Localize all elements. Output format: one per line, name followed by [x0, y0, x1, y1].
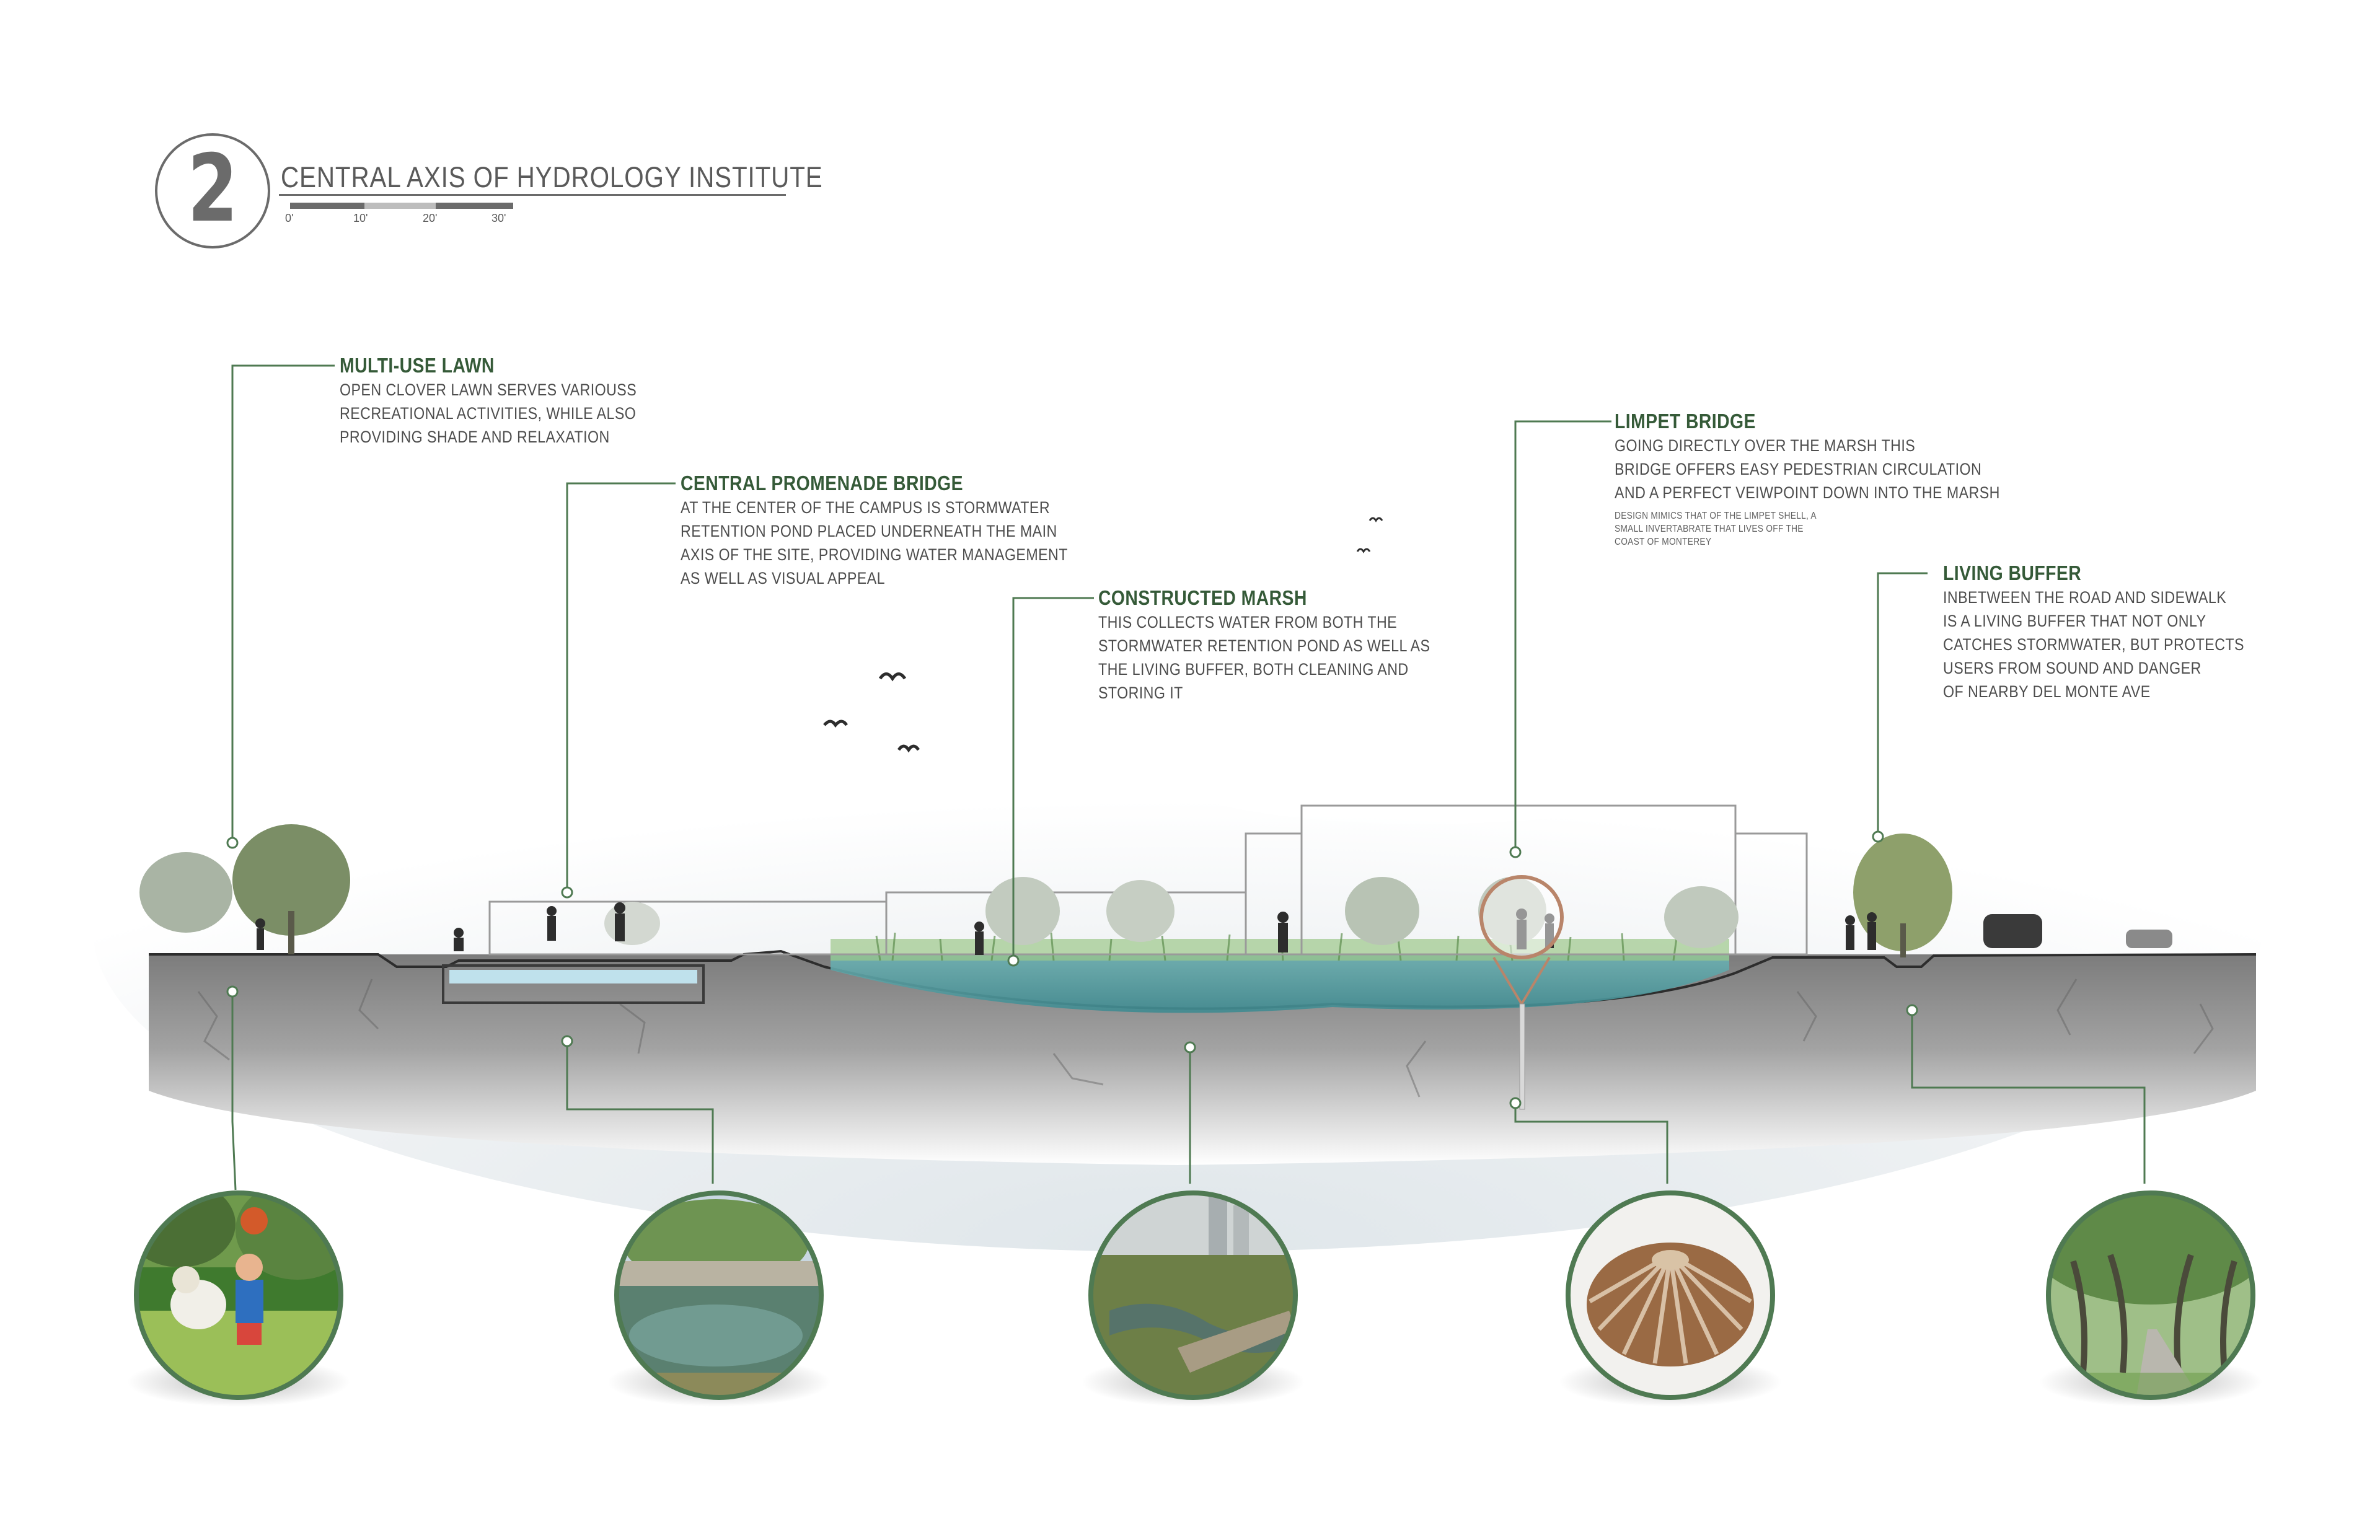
callout-limpet-bridge: LIMPET BRIDGE GOING DIRECTLY OVER THE MA… — [1615, 409, 2063, 548]
scale-segment — [436, 203, 513, 209]
callout-line: AS WELL AS VISUAL APPEAL — [681, 569, 885, 587]
building-outlines — [488, 804, 1808, 956]
callout-title: LIMPET BRIDGE — [1615, 410, 1756, 433]
callout-title: CENTRAL PROMENADE BRIDGE — [681, 472, 964, 495]
birds — [823, 517, 1383, 753]
retention-pond-basin — [442, 964, 705, 1004]
callout-note: DESIGN MIMICS THAT OF THE LIMPET SHELL, … — [1615, 509, 2000, 548]
callout-body: AT THE CENTER OF THE CAMPUS IS STORMWATE… — [681, 496, 1068, 590]
callout-line: GOING DIRECTLY OVER THE MARSH THIS — [1615, 436, 1916, 455]
callout-line: INBETWEEN THE ROAD AND SIDEWALK — [1943, 588, 2227, 607]
section-number: 2 — [187, 135, 238, 243]
callout-note-line: DESIGN MIMICS THAT OF THE LIMPET SHELL, … — [1615, 511, 1817, 521]
limpet-bridge-structure — [1479, 875, 1564, 1110]
retention-pond-water — [449, 970, 697, 983]
scale-label-10: 10' — [353, 212, 368, 224]
callout-living-buffer: LIVING BUFFER INBETWEEN THE ROAD AND SID… — [1943, 561, 2293, 703]
photo-constructed-marsh — [1088, 1190, 1298, 1400]
scale-label-20: 20' — [423, 212, 438, 224]
photo-limpet-shell — [1566, 1190, 1775, 1400]
callout-line: STORING IT — [1098, 684, 1183, 702]
callout-body: INBETWEEN THE ROAD AND SIDEWALK IS A LIV… — [1943, 586, 2244, 703]
callout-central-promenade-bridge: CENTRAL PROMENADE BRIDGE AT THE CENTER O… — [681, 471, 1131, 590]
callout-body: GOING DIRECTLY OVER THE MARSH THIS BRIDG… — [1615, 434, 2000, 504]
callout-line: THIS COLLECTS WATER FROM BOTH THE — [1098, 613, 1398, 631]
callout-line: AND A PERFECT VEIWPOINT DOWN INTO THE MA… — [1615, 483, 2000, 502]
callout-title: CONSTRUCTED MARSH — [1098, 586, 1307, 609]
leader-endpoints — [226, 830, 1918, 1109]
scale-bar — [290, 203, 513, 209]
photo-lawn-child-dog — [134, 1190, 343, 1400]
callout-title: LIVING BUFFER — [1943, 561, 2082, 584]
trees — [139, 824, 1952, 957]
callout-line: THE LIVING BUFFER, BOTH CLEANING AND — [1098, 660, 1409, 679]
callout-constructed-marsh: CONSTRUCTED MARSH THIS COLLECTS WATER FR… — [1098, 586, 1484, 705]
callout-line: RETENTION POND PLACED UNDERNEATH THE MAI… — [681, 522, 1057, 540]
page-title: CENTRAL AXIS OF HYDROLOGY INSTITUTE — [281, 161, 823, 193]
callout-line: BRIDGE OFFERS EASY PEDESTRIAN CIRCULATIO… — [1615, 460, 1982, 478]
callout-body: OPEN CLOVER LAWN SERVES VARIOUSS RECREAT… — [340, 378, 637, 449]
marsh-water — [831, 954, 1729, 1013]
callout-note-line: SMALL INVERTABRATE THAT LIVES OFF THE — [1615, 524, 1804, 534]
title-block: 2 CENTRAL AXIS OF HYDROLOGY INSTITUTE 0'… — [155, 130, 822, 260]
callout-body: THIS COLLECTS WATER FROM BOTH THE STORMW… — [1098, 610, 1430, 705]
callout-title: MULTI-USE LAWN — [340, 354, 495, 377]
photo-tree-lined-sidewalk — [2046, 1190, 2255, 1400]
soil-layer — [149, 954, 2256, 1165]
callout-line: OF NEARBY DEL MONTE AVE — [1943, 682, 2151, 701]
soil-cracks — [197, 979, 2214, 1098]
scale-label-0: 0' — [285, 212, 294, 224]
callout-line: CATCHES STORMWATER, BUT PROTECTS — [1943, 635, 2244, 654]
callout-line: AXIS OF THE SITE, PROVIDING WATER MANAGE… — [681, 545, 1068, 564]
callout-line: IS A LIVING BUFFER THAT NOT ONLY — [1943, 612, 2206, 630]
cars — [1983, 914, 2172, 948]
leader-lines — [231, 364, 2146, 1190]
title-underline — [279, 194, 786, 196]
callout-line: PROVIDING SHADE AND RELAXATION — [340, 428, 610, 446]
scale-segment — [364, 203, 436, 209]
photo-retention-pond — [614, 1190, 824, 1400]
callout-line: AT THE CENTER OF THE CAMPUS IS STORMWATE… — [681, 498, 1051, 517]
scale-label-30: 30' — [491, 212, 506, 224]
callout-note-line: COAST OF MONTEREY — [1615, 537, 1712, 547]
section-number-badge: 2 — [155, 133, 270, 249]
callout-multi-use-lawn: MULTI-USE LAWN OPEN CLOVER LAWN SERVES V… — [340, 353, 685, 449]
callout-line: OPEN CLOVER LAWN SERVES VARIOUSS — [340, 381, 637, 399]
callout-line: RECREATIONAL ACTIVITIES, WHILE ALSO — [340, 404, 637, 423]
cloud — [1165, 725, 1686, 824]
callout-line: STORMWATER RETENTION POND AS WELL AS — [1098, 636, 1430, 655]
callout-line: USERS FROM SOUND AND DANGER — [1943, 659, 2202, 677]
cloud — [632, 688, 1103, 799]
scale-segment — [290, 203, 364, 209]
